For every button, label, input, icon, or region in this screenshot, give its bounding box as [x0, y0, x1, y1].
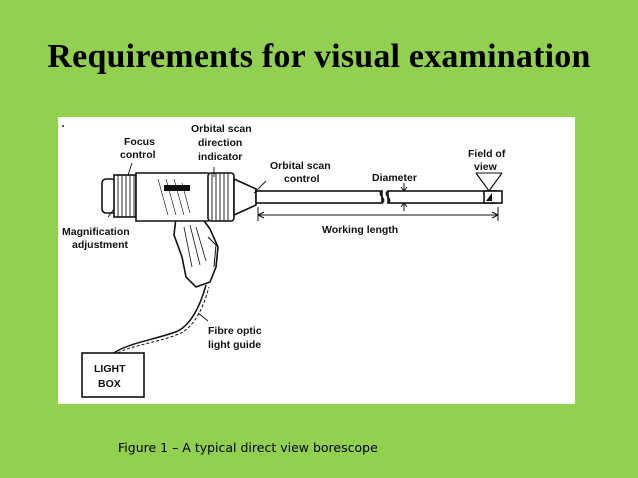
orbital-indicator-mark: [164, 185, 190, 191]
leader-orbital-control: [253, 180, 267, 194]
probe-break-left: [379, 190, 385, 204]
working-length-tick-right: [491, 207, 499, 221]
probe-tip: [483, 190, 503, 204]
label-working-length: Working length: [322, 224, 398, 236]
diameter-arrow-bottom: [400, 202, 408, 211]
label-field-of-view-2: view: [474, 161, 498, 173]
label-magnification-2: adjustment: [72, 239, 129, 251]
label-magnification-1: Magnification: [62, 226, 130, 238]
fibre-optic-cable: [113, 284, 207, 354]
label-diameter: Diameter: [372, 172, 417, 184]
probe-tube-1: [255, 190, 383, 204]
label-orbital-control-1: Orbital scan: [270, 160, 331, 172]
body-shading: [157, 178, 191, 216]
label-orbital-control-2: control: [284, 173, 320, 185]
borescope-diagram: LIGHT BOX: [62, 123, 506, 398]
field-of-view-cone: [475, 172, 503, 193]
slide-title: Requirements for visual examination: [47, 38, 591, 75]
label-orbital-indicator-1: Orbital scan: [191, 123, 252, 135]
label-fibre-optic-1: Fibre optic: [208, 325, 262, 337]
borescope-body: [135, 172, 219, 222]
label-fibre-optic-2: light guide: [208, 339, 261, 351]
figure-caption: Figure 1 – A typical direct view boresco…: [118, 440, 378, 455]
tapered-collar: [233, 177, 257, 217]
probe-tube-2: [387, 190, 497, 204]
corner-mark: [62, 125, 64, 127]
label-orbital-indicator-2: direction: [198, 137, 242, 149]
label-orbital-indicator-3: indicator: [198, 151, 242, 163]
working-length-tick-left: [257, 207, 265, 221]
label-focus-control-1: Focus: [124, 136, 155, 148]
fibre-optic-cable-inner: [117, 286, 210, 354]
light-box-label-2: BOX: [98, 378, 121, 390]
leader-magnification: [107, 208, 115, 218]
probe-break-right: [385, 190, 391, 204]
label-field-of-view-1: Field of: [468, 148, 506, 160]
orbital-scan-ring-knurl: [211, 173, 229, 221]
light-box-label-1: LIGHT: [94, 363, 126, 375]
label-focus-control-2: control: [120, 149, 156, 161]
focus-control-knurl: [117, 175, 135, 217]
leader-focus: [127, 162, 133, 176]
borescope-figure: LIGHT BOX: [58, 117, 575, 404]
handle-grip-notch: [207, 236, 217, 268]
focus-control-ring: [113, 174, 137, 218]
leader-fibre-optic: [197, 312, 209, 322]
probe-tip-window: [486, 193, 492, 201]
light-box: [81, 352, 145, 398]
handle-grip: [173, 214, 219, 288]
handle-grip-shading: [183, 224, 207, 268]
diameter-arrow-top: [400, 183, 408, 192]
